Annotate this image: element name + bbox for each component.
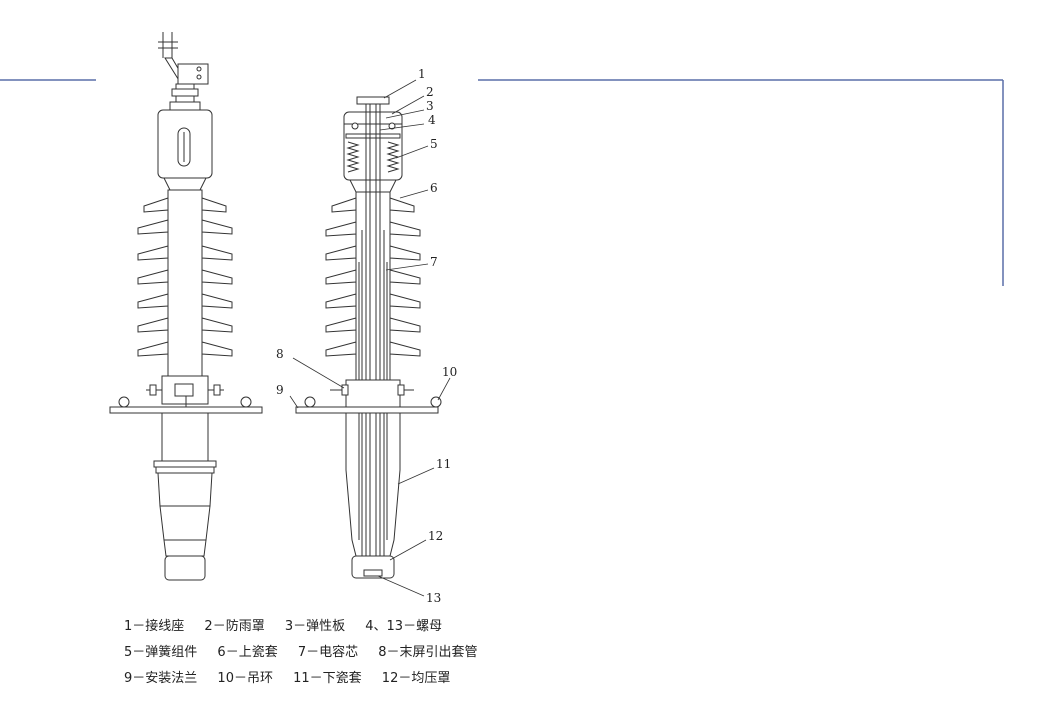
callout-3: 3 bbox=[426, 99, 434, 113]
callout-5: 5 bbox=[430, 137, 438, 151]
legend-item: 6－上瓷套 bbox=[217, 645, 278, 660]
callout-12: 12 bbox=[428, 529, 443, 543]
callout-leaders bbox=[289, 79, 451, 597]
legend-row: 5－弹簧组件 6－上瓷套 7－电容芯 8－末屏引出套管 bbox=[124, 640, 494, 666]
parts-legend: 1－接线座 2－防雨罩 3－弹性板 4、13－螺母 5－弹簧组件 6－上瓷套 7… bbox=[124, 614, 494, 692]
bushing-exterior-view bbox=[109, 32, 263, 581]
legend-item: 1－接线座 bbox=[124, 619, 185, 634]
legend-item: 5－弹簧组件 bbox=[124, 645, 198, 660]
callout-7: 7 bbox=[430, 255, 438, 269]
legend-row: 1－接线座 2－防雨罩 3－弹性板 4、13－螺母 bbox=[124, 614, 494, 640]
callout-9: 9 bbox=[276, 383, 284, 397]
callout-11: 11 bbox=[436, 457, 451, 471]
section-sheds bbox=[325, 197, 421, 357]
legend-item: 8－末屏引出套管 bbox=[378, 645, 478, 660]
callout-8: 8 bbox=[276, 347, 284, 361]
callout-1: 1 bbox=[418, 67, 426, 81]
legend-item: 3－弹性板 bbox=[284, 619, 346, 634]
legend-item: 7－电容芯 bbox=[297, 645, 359, 660]
callout-13: 13 bbox=[426, 591, 441, 605]
legend-item: 9－安装法兰 bbox=[124, 671, 198, 686]
bushing-section-view bbox=[295, 96, 442, 579]
frame-lines bbox=[0, 79, 1004, 286]
callout-labels: 1 2 3 4 5 6 7 8 9 10 11 12 13 bbox=[276, 67, 457, 605]
legend-item: 10－吊环 bbox=[217, 671, 273, 686]
legend-item: 2－防雨罩 bbox=[204, 619, 265, 634]
legend-item: 12－均压罩 bbox=[381, 671, 451, 686]
upper-sheds bbox=[137, 197, 233, 357]
callout-6: 6 bbox=[430, 181, 438, 195]
callout-4: 4 bbox=[428, 113, 436, 127]
legend-item: 11－下瓷套 bbox=[293, 671, 362, 686]
legend-item: 4、13－螺母 bbox=[365, 619, 443, 634]
callout-10: 10 bbox=[442, 365, 457, 379]
callout-2: 2 bbox=[426, 85, 434, 99]
legend-row: 9－安装法兰 10－吊环 11－下瓷套 12－均压罩 bbox=[124, 666, 494, 692]
